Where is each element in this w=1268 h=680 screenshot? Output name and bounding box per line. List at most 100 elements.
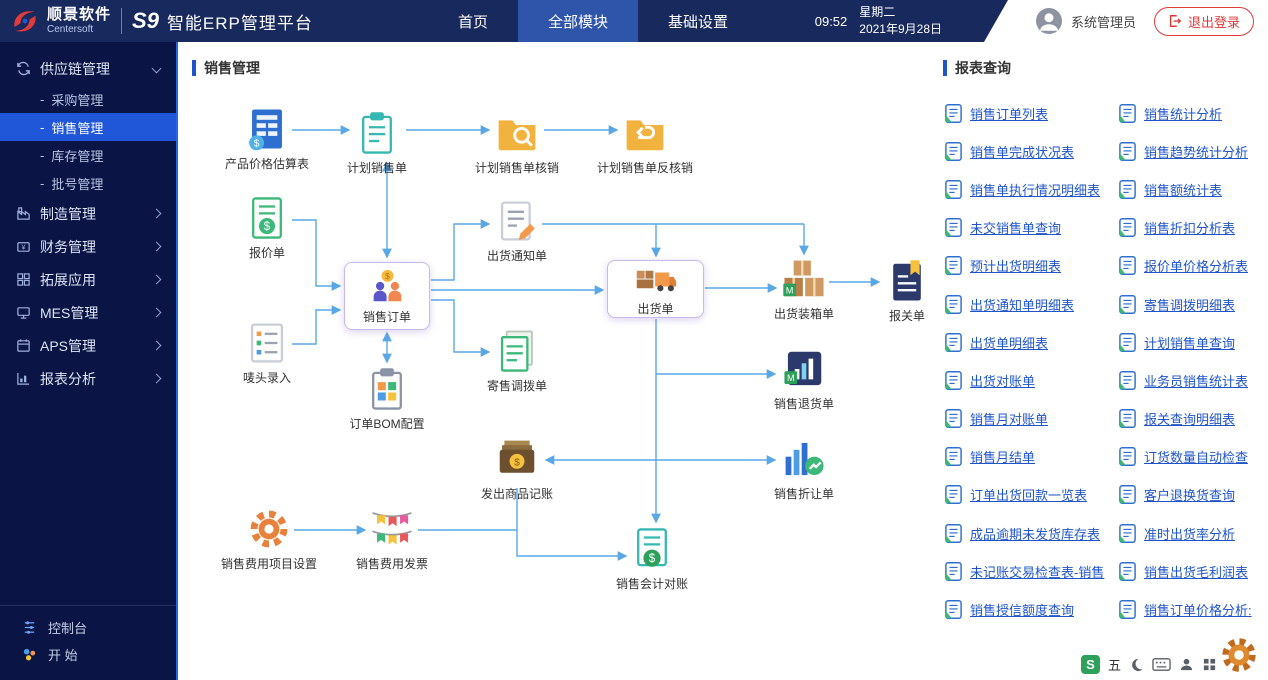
report-link[interactable]: 业务员销售统计表 (1144, 373, 1249, 389)
report-link[interactable]: 销售趋势统计分析 (1144, 144, 1249, 160)
sidebar-item-sales[interactable]: 销售管理 (0, 113, 176, 141)
report-link-row[interactable]: 未交销售单查询 (943, 209, 1117, 247)
report-link-row[interactable]: 销售订单列表 (943, 94, 1117, 132)
report-link[interactable]: 未记账交易检查表-销售 (970, 564, 1105, 580)
grid-icon[interactable] (1202, 657, 1217, 672)
report-link-row[interactable]: 业务员销售统计表 (1117, 361, 1268, 399)
report-link-row[interactable]: 销售额统计表 (1117, 170, 1268, 208)
report-link[interactable]: 销售月结单 (970, 450, 1036, 466)
sidebar-group-supply-chain[interactable]: 供应链管理 (0, 52, 176, 85)
flow-node-shipping-mark-entry[interactable]: 唛头录入 (207, 320, 327, 386)
report-link[interactable]: 销售订单价格分析: (1144, 603, 1252, 619)
report-link-row[interactable]: 未记账交易检查表-销售 (943, 552, 1117, 590)
sidebar-group-manufacturing[interactable]: 制造管理 (0, 197, 176, 230)
report-link[interactable]: 销售单执行情况明细表 (970, 182, 1101, 198)
report-link-row[interactable]: 销售订单价格分析: (1117, 590, 1268, 628)
input-mode-label[interactable]: 五 (1108, 658, 1122, 673)
report-link-row[interactable]: 销售月结单 (943, 438, 1117, 476)
flow-node-product-price-estimate[interactable]: 产品价格估算表 (207, 106, 327, 172)
report-link-row[interactable]: 报价单价格分析表 (1117, 247, 1268, 285)
sidebar-group-report-analysis[interactable]: 报表分析 (0, 362, 176, 395)
sidebar-group-finance[interactable]: 财务管理 (0, 230, 176, 263)
report-link-row[interactable]: 成品逾期未发货库存表 (943, 514, 1117, 552)
report-link-row[interactable]: 销售单执行情况明细表 (943, 170, 1117, 208)
flow-node-shipment-notice[interactable]: 出货通知单 (457, 198, 577, 264)
flow-node-order-bom-config[interactable]: 订单BOM配置 (327, 366, 447, 432)
sidebar-item-purchase[interactable]: 采购管理 (0, 85, 176, 113)
input-method-badge[interactable]: S (1081, 655, 1100, 674)
report-link-row[interactable]: 计划销售单查询 (1117, 323, 1268, 361)
flow-node-planned-sales-reverse-writeoff[interactable]: 计划销售单反核销 (585, 110, 705, 176)
report-link[interactable]: 计划销售单查询 (1144, 335, 1236, 351)
flow-node-sales-expense-invoice[interactable]: 销售费用发票 (332, 506, 452, 572)
start-button[interactable]: 开 始 (0, 641, 176, 668)
report-link[interactable]: 客户退换货查询 (1144, 488, 1236, 504)
report-link[interactable]: 订货数量自动检查 (1144, 450, 1249, 466)
sidebar-group-aps[interactable]: APS管理 (0, 329, 176, 362)
report-link-row[interactable]: 预计出货明细表 (943, 247, 1117, 285)
flow-node-shipment-order[interactable]: 出货单 (607, 260, 704, 318)
report-link-row[interactable]: 寄售调拨明细表 (1117, 285, 1268, 323)
flow-node-sales-allowance[interactable]: 销售折让单 (744, 436, 864, 502)
nav-all-modules[interactable]: 全部模块 (518, 0, 639, 42)
report-link[interactable]: 准时出货率分析 (1144, 526, 1236, 542)
report-link-row[interactable]: 销售统计分析 (1117, 94, 1268, 132)
flow-node-sales-expense-item-setting[interactable]: 销售费用项目设置 (209, 506, 329, 572)
report-link-row[interactable]: 销售单完成状况表 (943, 132, 1117, 170)
console-button[interactable]: 控制台 (0, 614, 176, 641)
report-link[interactable]: 报关查询明细表 (1144, 412, 1236, 428)
flow-node-shipment-packing-list[interactable]: 出货装箱单 (744, 256, 864, 322)
report-link[interactable]: 出货通知单明细表 (970, 297, 1075, 313)
flow-node-quotation[interactable]: 报价单 (207, 195, 327, 261)
report-link[interactable]: 预计出货明细表 (970, 259, 1062, 275)
report-link-row[interactable]: 报关查询明细表 (1117, 400, 1268, 438)
report-link-row[interactable]: 销售折扣分析表 (1117, 209, 1268, 247)
person-icon[interactable] (1179, 657, 1194, 672)
flow-node-sales-accounting-reconciliation[interactable]: 销售会计对账 (592, 526, 712, 592)
report-link-row[interactable]: 销售出货毛利润表 (1117, 552, 1268, 590)
report-link[interactable]: 销售折扣分析表 (1144, 221, 1236, 237)
flow-node-sales-order[interactable]: 销售订单 (344, 262, 430, 330)
sidebar-item-inventory[interactable]: 库存管理 (0, 141, 176, 169)
report-link[interactable]: 出货单明细表 (970, 335, 1049, 351)
report-link-row[interactable]: 出货对账单 (943, 361, 1117, 399)
report-link[interactable]: 订单出货回款一览表 (970, 488, 1088, 504)
report-link[interactable]: 销售额统计表 (1144, 182, 1223, 198)
flow-node-sales-return[interactable]: 销售退货单 (744, 346, 864, 412)
report-link[interactable]: 报价单价格分析表 (1144, 259, 1249, 275)
report-link[interactable]: 销售出货毛利润表 (1144, 564, 1249, 580)
flow-node-customs-declaration[interactable]: 报关单 (847, 258, 967, 324)
report-link[interactable]: 未交销售单查询 (970, 221, 1062, 237)
flow-node-consignment-transfer[interactable]: 寄售调拨单 (457, 328, 577, 394)
settings-gear-icon[interactable] (1218, 634, 1260, 676)
report-link[interactable]: 销售授信额度查询 (970, 603, 1075, 619)
report-link-row[interactable]: 出货通知单明细表 (943, 285, 1117, 323)
report-link-row[interactable]: 订货数量自动检查 (1117, 438, 1268, 476)
report-link-row[interactable]: 销售授信额度查询 (943, 590, 1117, 628)
report-link-row[interactable]: 客户退换货查询 (1117, 476, 1268, 514)
user-avatar[interactable] (1036, 8, 1062, 34)
nav-basic-settings[interactable]: 基础设置 (668, 13, 729, 31)
report-link[interactable]: 销售月对账单 (970, 412, 1049, 428)
flow-node-goods-issue-accounting[interactable]: 发出商品记账 (457, 436, 577, 502)
report-link-row[interactable]: 出货单明细表 (943, 323, 1117, 361)
sidebar-item-batch-number[interactable]: 批号管理 (0, 169, 176, 197)
moon-icon[interactable] (1129, 657, 1144, 672)
keyboard-icon[interactable] (1152, 657, 1171, 672)
report-link[interactable]: 销售统计分析 (1144, 106, 1223, 122)
report-link[interactable]: 出货对账单 (970, 373, 1036, 389)
flow-node-planned-sales-writeoff[interactable]: 计划销售单核销 (457, 110, 577, 176)
report-link-row[interactable]: 订单出货回款一览表 (943, 476, 1117, 514)
report-link[interactable]: 销售订单列表 (970, 106, 1049, 122)
sidebar-group-mes[interactable]: MES管理 (0, 296, 176, 329)
report-link-row[interactable]: 销售月对账单 (943, 400, 1117, 438)
report-link-row[interactable]: 销售趋势统计分析 (1117, 132, 1268, 170)
report-link-row[interactable]: 准时出货率分析 (1117, 514, 1268, 552)
logout-button[interactable]: 退出登录 (1153, 6, 1254, 36)
report-link[interactable]: 销售单完成状况表 (970, 144, 1075, 160)
report-link[interactable]: 成品逾期未发货库存表 (970, 526, 1101, 542)
report-link[interactable]: 寄售调拨明细表 (1144, 297, 1236, 313)
flow-node-planned-sales-order[interactable]: 计划销售单 (317, 110, 437, 176)
nav-home[interactable]: 首页 (458, 13, 489, 31)
sidebar-group-extended-apps[interactable]: 拓展应用 (0, 263, 176, 296)
